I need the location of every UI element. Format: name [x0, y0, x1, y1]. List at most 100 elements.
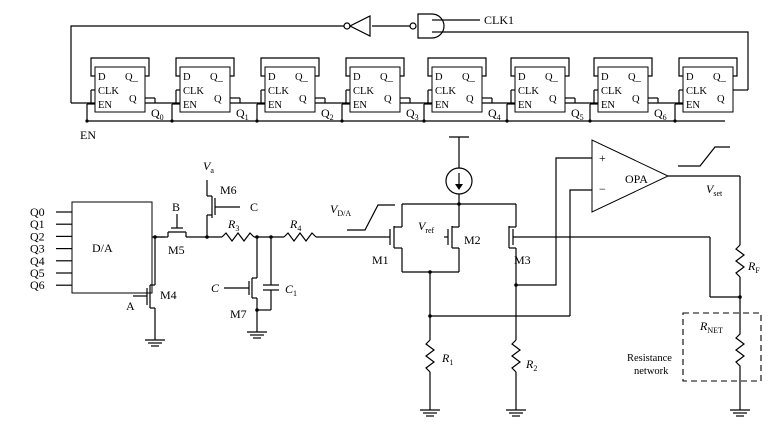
ff-qbar-label: Q_ [125, 72, 139, 83]
da-label: D/A [92, 241, 113, 255]
c-gate-label-m7: C [211, 281, 220, 295]
da-input-4: Q4 [30, 254, 72, 268]
m1-label: M1 [372, 253, 389, 267]
clk1-label: CLK1 [484, 13, 514, 27]
ff-q-label: Q [129, 94, 137, 105]
ff-q-label: Q [632, 94, 640, 105]
ff-clk-label: CLK [435, 86, 456, 97]
current-source [445, 136, 473, 204]
flip-flop-box [264, 66, 316, 113]
ff-q-label: Q [214, 94, 222, 105]
da-input-6: Q6 [30, 278, 72, 292]
nand-gate [417, 13, 445, 39]
clock-logic: CLK1 [70, 13, 749, 103]
ff-qbar-label: Q_ [210, 72, 224, 83]
vset-waveform [678, 146, 730, 167]
m4-label: M4 [160, 288, 177, 302]
da-input-1: Q1 [30, 217, 72, 231]
resnet-line1: Resistance [627, 353, 672, 364]
m1-transistor: M1 [372, 204, 403, 267]
ff-qbar-label: Q_ [295, 72, 309, 83]
ff-q-label: Q [384, 94, 392, 105]
ff-qbar-label: Q_ [713, 72, 727, 83]
ff-clk-label: CLK [268, 86, 289, 97]
ff-d-label: D [98, 72, 106, 83]
flip-flop-7: D Q_ CLK Q EN [673, 57, 749, 123]
r2-resistor: R2 [511, 339, 537, 373]
da-converter: D/A [71, 201, 153, 294]
a-label: A [126, 299, 135, 313]
flip-flop-box [597, 66, 649, 113]
ff-clk-label: CLK [601, 86, 622, 97]
flip-flop-box [179, 66, 231, 113]
ground-rnet [730, 409, 750, 417]
ff-en-label: EN [353, 100, 367, 111]
flip-flop-box [514, 66, 566, 113]
da-input-label: Q1 [30, 217, 45, 231]
ff-d-label: D [686, 72, 694, 83]
da-input-label: Q0 [30, 205, 45, 219]
r3-label: R3 [227, 217, 239, 233]
resistance-network-box [682, 312, 762, 382]
m3-transistor: M3 [508, 204, 710, 285]
ff-d-label: D [601, 72, 609, 83]
inverter-triangle [348, 15, 371, 37]
flip-flop-6: D Q_ CLK Q EN Q6 [588, 57, 667, 123]
ff-en-label: EN [183, 100, 197, 111]
q-output-label-5: Q5 [571, 106, 584, 122]
r4-label: R4 [289, 217, 301, 233]
vref-label: Vref [418, 219, 435, 235]
plus-label: + [599, 151, 606, 165]
opa-label: OPA [625, 172, 648, 186]
q-output-label-4: Q4 [488, 106, 501, 122]
ground-r1 [420, 409, 440, 417]
ff-en-label: EN [601, 100, 615, 111]
ff-qbar-label: Q_ [462, 72, 476, 83]
minus-label: − [599, 182, 606, 196]
m7-transistor: C M7 [211, 237, 258, 321]
b-label: B [172, 200, 180, 214]
flip-flop-box [682, 66, 734, 113]
ground-m7 [247, 331, 267, 339]
q-output-label-1: Q1 [236, 106, 249, 122]
m5-label: M5 [168, 243, 185, 257]
da-input-3: Q3 [30, 242, 72, 256]
ff-clk-label: CLK [686, 86, 707, 97]
ff-d-label: D [268, 72, 276, 83]
ff-en-label: EN [518, 100, 532, 111]
c1-capacitor: C1 [263, 237, 297, 310]
flip-flop-box [349, 66, 401, 113]
ff-q-label: Q [717, 94, 725, 105]
r3-resistor: R3 [221, 217, 255, 242]
ff-clk-label: CLK [98, 86, 119, 97]
r2-label: R2 [525, 357, 537, 373]
flip-flop-box [431, 66, 483, 113]
da-input-2: Q2 [30, 229, 72, 243]
vda-annotation: VD/A [330, 202, 395, 231]
r1-label: R1 [441, 351, 453, 367]
ff-q-label: Q [466, 94, 474, 105]
ff-qbar-label: Q_ [628, 72, 642, 83]
ff-d-label: D [435, 72, 443, 83]
ground-r2 [506, 409, 526, 417]
ff-en-label: EN [686, 100, 700, 111]
ff-qbar-label: Q_ [380, 72, 394, 83]
va-label: Va [203, 159, 214, 175]
en-label: EN [80, 128, 96, 142]
resnet-line2: network [634, 366, 669, 377]
ff-qbar-label: Q_ [545, 72, 559, 83]
m4-transistor: A M4 [126, 237, 177, 347]
m5-transistor: B M5 [155, 200, 187, 257]
ff-clk-label: CLK [183, 86, 204, 97]
q-output-label-6: Q6 [654, 106, 667, 122]
da-input-label: Q5 [30, 266, 45, 280]
da-input-0: Q0 [30, 205, 72, 219]
ff-q-label: Q [549, 94, 557, 105]
